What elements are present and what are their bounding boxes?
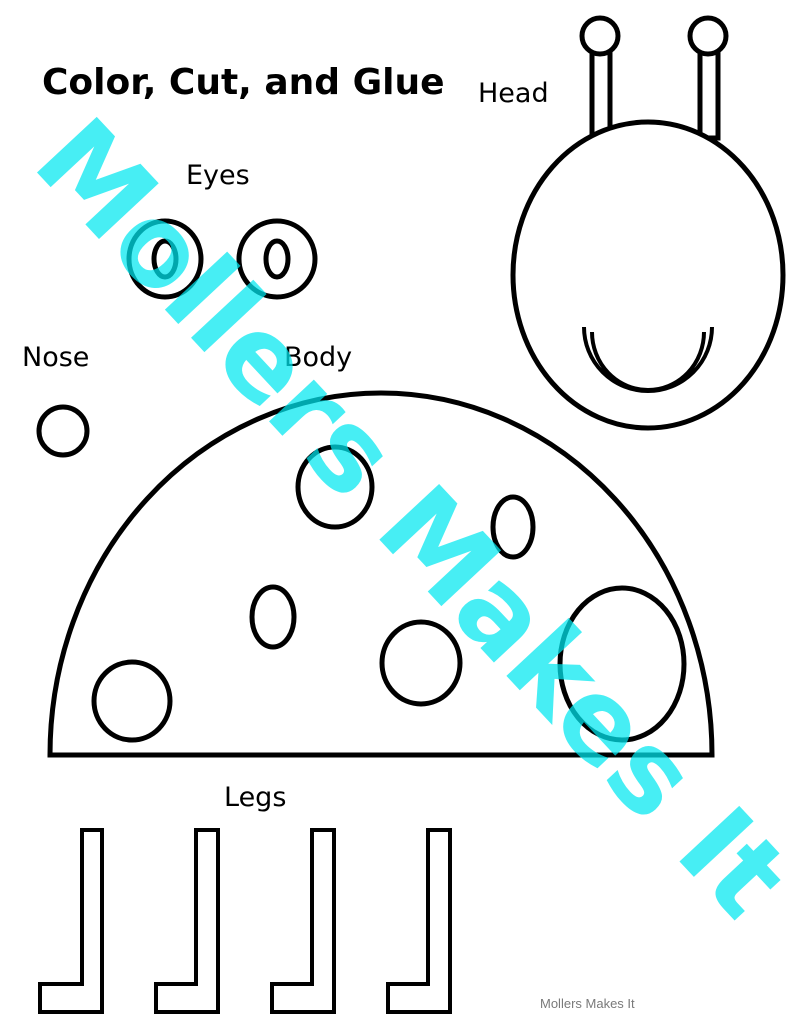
body-shape	[47, 390, 715, 758]
eyes-piece	[126, 218, 318, 300]
body-spot	[490, 494, 536, 560]
eye-left-outer	[126, 218, 204, 300]
leg-shape	[154, 828, 220, 1014]
right-antenna-stalk	[697, 45, 721, 141]
nose-label: Nose	[22, 342, 90, 373]
head-label: Head	[478, 78, 549, 109]
eye-left-pupil	[151, 238, 179, 280]
body-label: Body	[284, 342, 353, 373]
eye-right-outer	[236, 218, 318, 300]
body-spot	[557, 585, 687, 743]
body-spot	[249, 584, 297, 650]
eye-right-pupil	[263, 238, 291, 280]
body-spot	[379, 619, 463, 707]
legs-piece	[38, 828, 452, 1014]
body-spot	[295, 444, 375, 530]
page-title: Color, Cut, and Glue	[42, 62, 445, 103]
leg-shape	[270, 828, 336, 1014]
head-shape	[510, 119, 786, 431]
head-piece	[510, 15, 786, 431]
right-antenna-ball	[687, 15, 729, 57]
footer-credit: Mollers Makes It	[540, 996, 635, 1011]
leg-shape	[386, 828, 452, 1014]
leg-shape	[38, 828, 104, 1014]
left-antenna-stalk	[589, 45, 613, 139]
legs-label: Legs	[224, 782, 287, 813]
body-piece	[47, 390, 715, 758]
nose-shape	[36, 404, 90, 458]
smile-shape	[582, 326, 714, 393]
eyes-label: Eyes	[186, 160, 250, 191]
body-spot	[91, 659, 173, 743]
left-antenna-ball	[579, 15, 621, 57]
